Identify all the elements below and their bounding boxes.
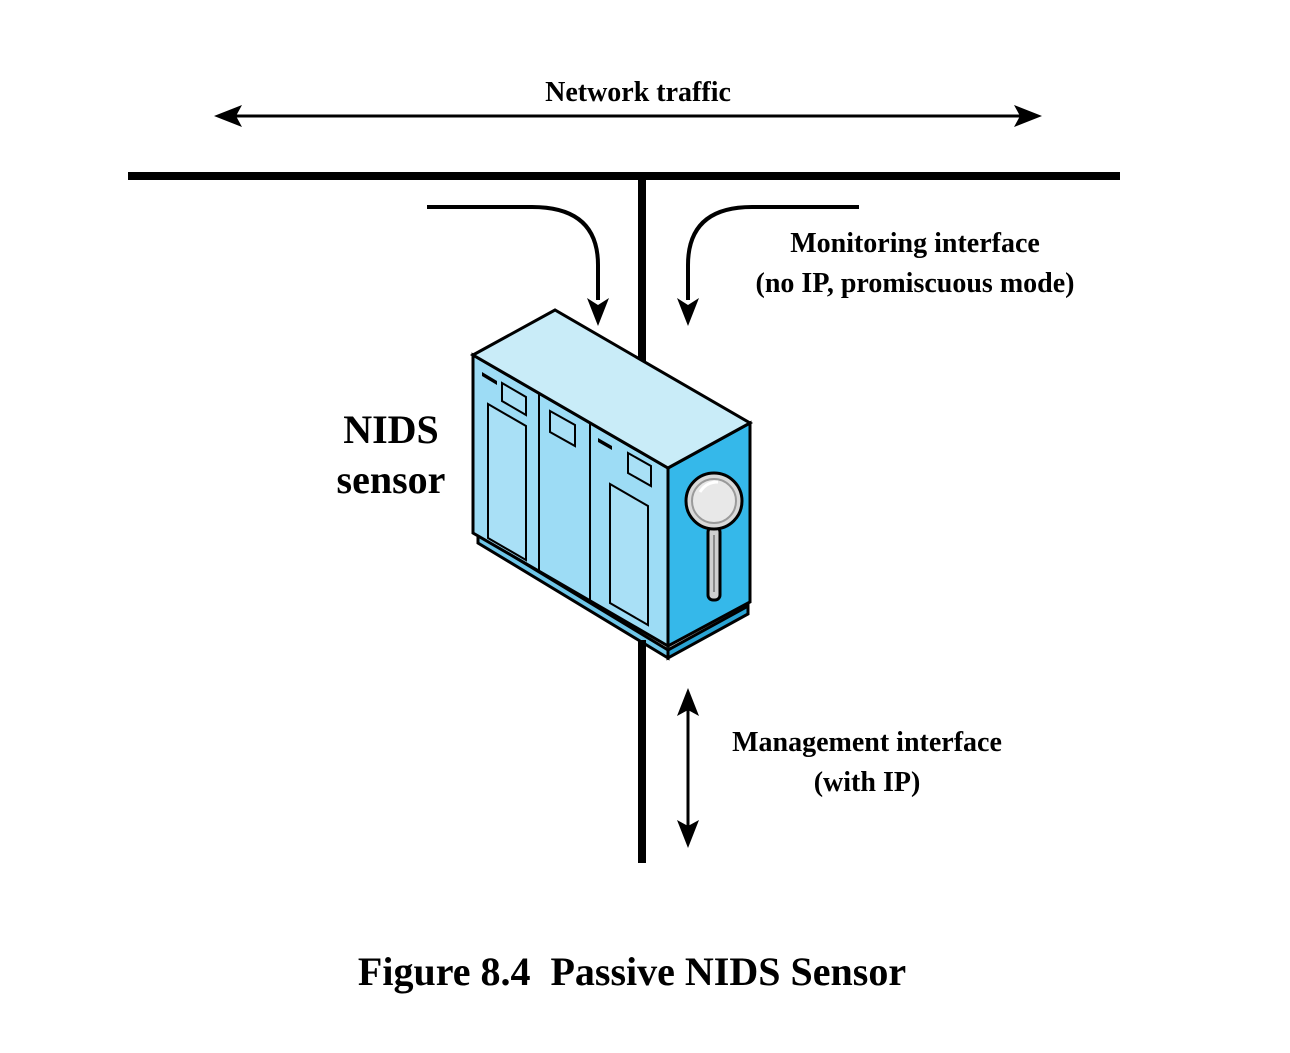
management-interface-label: Management interface (732, 727, 1002, 758)
figure-caption: Figure 8.4 Passive NIDS Sensor (358, 949, 906, 994)
management-arrow (677, 688, 699, 848)
magnifying-glass-icon (684, 471, 744, 602)
nids-sensor-label: NIDS (343, 407, 439, 452)
nids-sensor-sublabel: sensor (337, 457, 446, 502)
monitoring-interface-sublabel: (no IP, promiscuous mode) (756, 268, 1075, 299)
network-traffic-arrow (214, 105, 1042, 127)
monitoring-interface-label: Monitoring interface (790, 228, 1040, 259)
monitoring-right-arrow (677, 205, 859, 326)
network-traffic-label: Network traffic (545, 77, 731, 108)
management-interface-sublabel: (with IP) (814, 767, 921, 798)
monitoring-left-arrow (427, 205, 609, 326)
